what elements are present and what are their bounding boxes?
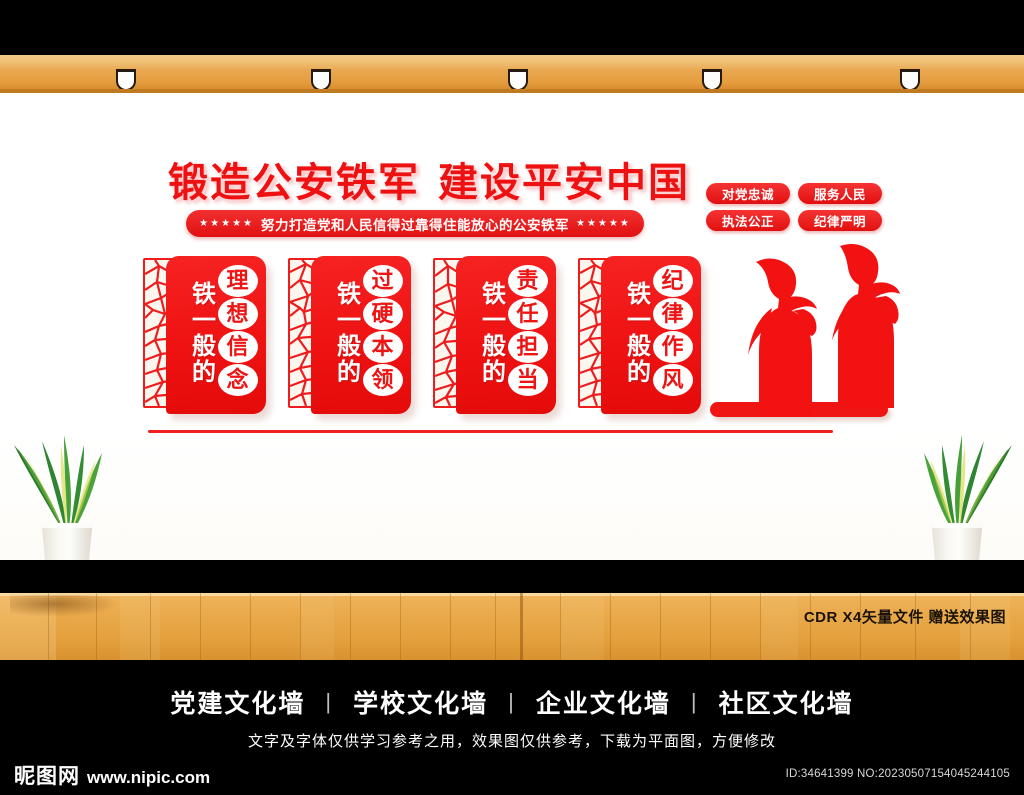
panel-char: 过 — [362, 265, 403, 297]
panel-prefix: 铁一般的 — [332, 281, 360, 385]
panel-char: 硬 — [362, 298, 403, 330]
panel-char: 作 — [652, 331, 693, 363]
panel-keyword: 理 想 信 念 — [216, 265, 260, 396]
ceiling-lamp-icon — [702, 69, 722, 91]
badge-row: 执法公正 纪律严明 — [706, 210, 882, 231]
panel-prefix: 铁一般的 — [477, 281, 505, 385]
badge-row: 对党忠诚 服务人民 — [706, 183, 882, 204]
panel-char: 律 — [652, 298, 693, 330]
badge-fair-enforcement[interactable]: 执法公正 — [706, 210, 790, 231]
panel-keyword: 纪 律 作 风 — [651, 265, 695, 396]
panel-keyword: 责 任 担 当 — [506, 265, 550, 396]
footer-bar: 党建文化墙 | 学校文化墙 | 企业文化墙 | 社区文化墙 文字及字体仅供学习参… — [0, 660, 1024, 795]
category-separator: | — [325, 689, 334, 714]
panel-responsibility[interactable]: 铁一般的 责 任 担 当 — [433, 256, 561, 416]
ceiling-lamp-icon — [311, 69, 331, 91]
badge-serve-people[interactable]: 服务人民 — [798, 183, 882, 204]
category-separator: | — [690, 689, 699, 714]
wooden-floor — [0, 593, 1024, 660]
ceiling-lamp-icon — [116, 69, 136, 91]
category-separator: | — [508, 689, 516, 714]
headline-right: 建设平安中国 — [438, 161, 690, 205]
asset-id-code: ID:34641399 NO:20230507154045244105 — [785, 768, 1010, 780]
ceiling-lamp-icon — [900, 69, 920, 91]
panel-ideal-belief[interactable]: 铁一般的 理 想 信 念 — [143, 256, 271, 416]
category-enterprise[interactable]: 企业文化墙 — [535, 690, 671, 718]
panel-prefix: 铁一般的 — [622, 281, 650, 385]
panel-keyword: 过 硬 本 领 — [361, 265, 405, 396]
baseboard-black-band — [0, 560, 1024, 593]
watermark: 昵图网 www.nipic.com — [14, 760, 210, 790]
slogan-badge-group: 对党忠诚 服务人民 执法公正 纪律严明 — [706, 183, 882, 237]
headline-left: 锻造公安铁军 — [168, 161, 420, 205]
panel-prefix: 铁一般的 — [187, 281, 215, 385]
panel-card[interactable]: 铁一般的 理 想 信 念 — [166, 256, 266, 414]
panel-card[interactable]: 铁一般的 过 硬 本 领 — [311, 256, 411, 414]
category-community[interactable]: 社区文化墙 — [718, 690, 854, 718]
category-list: 党建文化墙 | 学校文化墙 | 企业文化墙 | 社区文化墙 — [0, 684, 1024, 720]
vector-file-note: CDR X4矢量文件 赠送效果图 — [803, 609, 1006, 626]
stars-right: ★★★★★ — [576, 218, 631, 229]
red-baseline-rule — [148, 430, 833, 433]
panel-strong-ability[interactable]: 铁一般的 过 硬 本 领 — [288, 256, 416, 416]
wall-mockup-scene: 锻造公安铁军建设平安中国 ★★★★★ 努力打造党和人民信得过靠得住能放心的公安铁… — [0, 0, 1024, 660]
category-party-building[interactable]: 党建文化墙 — [170, 690, 306, 718]
top-black-band — [0, 0, 1024, 55]
stars-left: ★★★★★ — [199, 218, 254, 229]
panel-char: 本 — [362, 331, 403, 363]
ceiling-lamp-icon — [508, 69, 528, 91]
panel-char: 信 — [217, 331, 258, 363]
panel-char: 任 — [507, 298, 548, 330]
page-title: 锻造公安铁军建设平安中国 — [168, 161, 688, 205]
panel-char: 担 — [507, 331, 548, 363]
disclaimer-text: 文字及字体仅供学习参考之用，效果图仅供参考，下载为平面图，方便修改 — [247, 733, 776, 750]
watermark-url[interactable]: www.nipic.com — [87, 768, 211, 787]
panel-char: 理 — [217, 265, 258, 297]
panel-card[interactable]: 铁一般的 责 任 担 当 — [456, 256, 556, 414]
category-school[interactable]: 学校文化墙 — [353, 690, 489, 718]
subtitle-text: 努力打造党和人民信得过靠得住能放心的公安铁军 — [261, 217, 569, 233]
panel-char: 责 — [507, 265, 548, 297]
badge-loyal-to-party[interactable]: 对党忠诚 — [706, 183, 790, 204]
subtitle-banner: ★★★★★ 努力打造党和人民信得过靠得住能放心的公安铁军 ★★★★★ — [186, 210, 644, 237]
panel-char: 念 — [217, 364, 258, 396]
watermark-brand: 昵图网 — [14, 765, 80, 788]
panel-char: 风 — [652, 364, 693, 396]
panel-char: 纪 — [652, 265, 693, 297]
panel-char: 想 — [217, 298, 258, 330]
panel-discipline-style[interactable]: 铁一般的 纪 律 作 风 — [578, 256, 706, 416]
saluting-police-officers-icon — [700, 240, 900, 435]
panel-card[interactable]: 铁一般的 纪 律 作 风 — [601, 256, 701, 414]
panel-char: 当 — [507, 364, 548, 396]
panel-char: 领 — [362, 364, 403, 396]
wooden-ceiling-strip — [0, 55, 1024, 93]
badge-strict-discipline[interactable]: 纪律严明 — [798, 210, 882, 231]
